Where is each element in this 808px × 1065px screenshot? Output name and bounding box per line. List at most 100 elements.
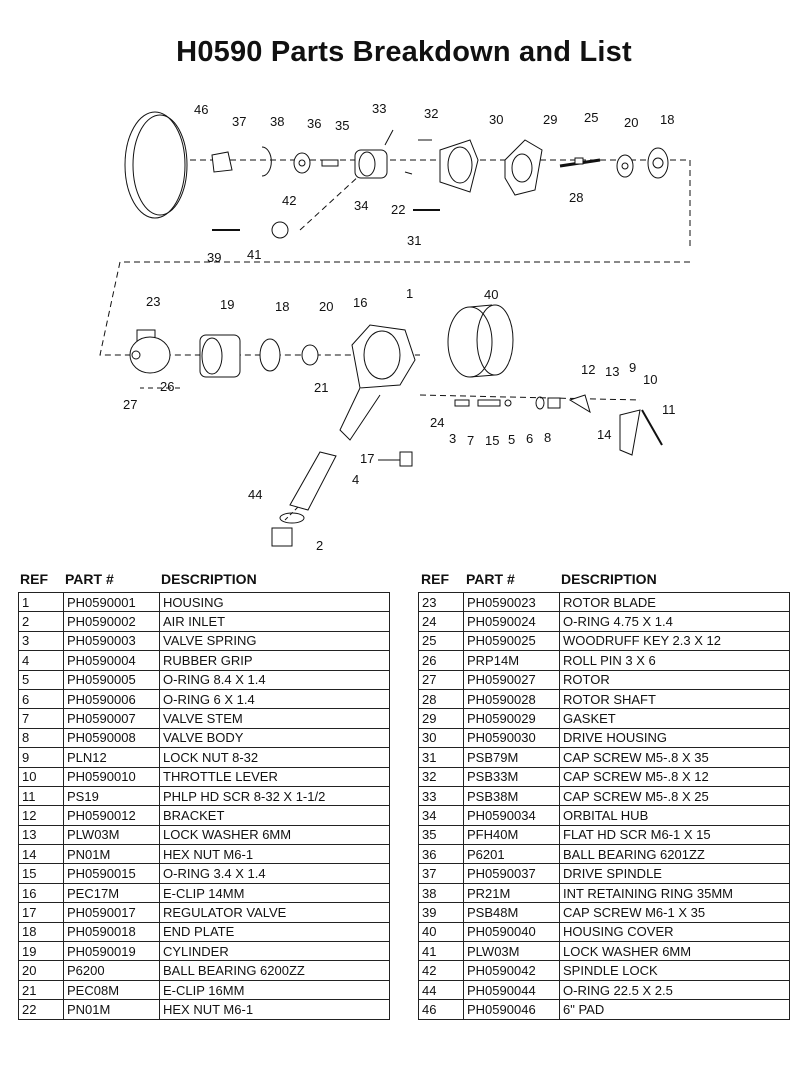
part-number-cell: PH0590042	[463, 960, 560, 981]
description-cell: DRIVE SPINDLE	[559, 863, 790, 884]
ref-cell: 21	[18, 979, 64, 1001]
col-header-ref: REF	[421, 571, 449, 587]
callout: 41	[247, 247, 261, 262]
description-cell: LOCK NUT 8-32	[159, 747, 390, 768]
ref-cell: 34	[418, 805, 464, 826]
ref-cell: 26	[418, 650, 464, 671]
description-cell: O-RING 22.5 X 2.5	[559, 979, 790, 1001]
callout: 35	[335, 118, 349, 133]
description-cell: E-CLIP 16MM	[159, 979, 390, 1001]
callout: 16	[353, 295, 367, 310]
description-cell: O-RING 4.75 X 1.4	[559, 611, 790, 632]
ref-cell: 30	[418, 727, 464, 749]
callout: 2	[316, 538, 323, 553]
exploded-parts-diagram: 46 37 38 36 35 33 32 30 29 25 20 18 42 3…	[99, 101, 691, 553]
description-cell: O-RING 6 X 1.4	[159, 688, 390, 710]
ref-cell: 9	[18, 747, 64, 768]
callout: 26	[160, 379, 174, 394]
callout: 11	[662, 402, 676, 417]
callout: 44	[248, 487, 262, 502]
ref-cell: 4	[18, 650, 64, 671]
part-number-cell: PH0590003	[63, 630, 160, 652]
ref-cell: 11	[18, 785, 64, 807]
description-cell: ROTOR	[559, 669, 790, 690]
description-cell: BRACKET	[159, 805, 390, 826]
part-number-cell: PH0590028	[463, 688, 560, 710]
part-number-cell: PSB33M	[463, 766, 560, 787]
description-cell: CAP SCREW M5-.8 X 35	[559, 747, 790, 768]
part-number-cell: PH0590002	[63, 611, 160, 632]
description-cell: WOODRUFF KEY 2.3 X 12	[559, 630, 790, 652]
part-number-cell: PSB79M	[463, 747, 560, 768]
col-header-part: PART #	[65, 571, 114, 587]
col-header-description: DESCRIPTION	[561, 571, 657, 587]
callout: 42	[282, 193, 296, 208]
part-number-cell: PEC08M	[63, 979, 160, 1001]
ref-cell: 39	[418, 902, 464, 923]
callout: 6	[526, 431, 533, 446]
ref-cell: 42	[418, 960, 464, 981]
ref-cell: 8	[18, 727, 64, 749]
ref-cell: 23	[418, 591, 464, 613]
callout: 36	[307, 116, 321, 131]
callout: 37	[232, 114, 246, 129]
ref-cell: 13	[18, 824, 64, 846]
description-cell: DRIVE HOUSING	[559, 727, 790, 749]
callout: 9	[629, 360, 636, 375]
col-header-ref: REF	[20, 571, 48, 587]
description-cell: AIR INLET	[159, 611, 390, 632]
part-number-cell: PH0590024	[463, 611, 560, 632]
ref-cell: 5	[18, 669, 64, 690]
description-cell: END PLATE	[159, 921, 390, 943]
ref-cell: 41	[418, 941, 464, 962]
description-cell: HEX NUT M6-1	[159, 999, 390, 1020]
callout: 18	[660, 112, 674, 127]
part-number-cell: PLN12	[63, 747, 160, 768]
col-header-description: DESCRIPTION	[161, 571, 257, 587]
callout: 32	[424, 106, 438, 121]
callout: 31	[407, 233, 421, 248]
part-number-cell: PH0590017	[63, 902, 160, 923]
callout: 15	[485, 433, 499, 448]
callout: 13	[605, 364, 619, 379]
ref-cell: 27	[418, 669, 464, 690]
description-cell: SPINDLE LOCK	[559, 960, 790, 981]
description-cell: CYLINDER	[159, 941, 390, 962]
part-number-cell: PSB38M	[463, 785, 560, 807]
ref-cell: 12	[18, 805, 64, 826]
description-cell: LOCK WASHER 6MM	[159, 824, 390, 846]
callout: 39	[207, 250, 221, 265]
callout: 20	[319, 299, 333, 314]
part-number-cell: PR21M	[463, 882, 560, 904]
ref-cell: 20	[18, 960, 64, 981]
part-number-cell: PN01M	[63, 844, 160, 865]
callout: 3	[449, 431, 456, 446]
ref-cell: 25	[418, 630, 464, 652]
callout: 21	[314, 380, 328, 395]
description-cell: FLAT HD SCR M6-1 X 15	[559, 824, 790, 846]
description-cell: BALL BEARING 6201ZZ	[559, 844, 790, 865]
ref-cell: 10	[18, 766, 64, 787]
